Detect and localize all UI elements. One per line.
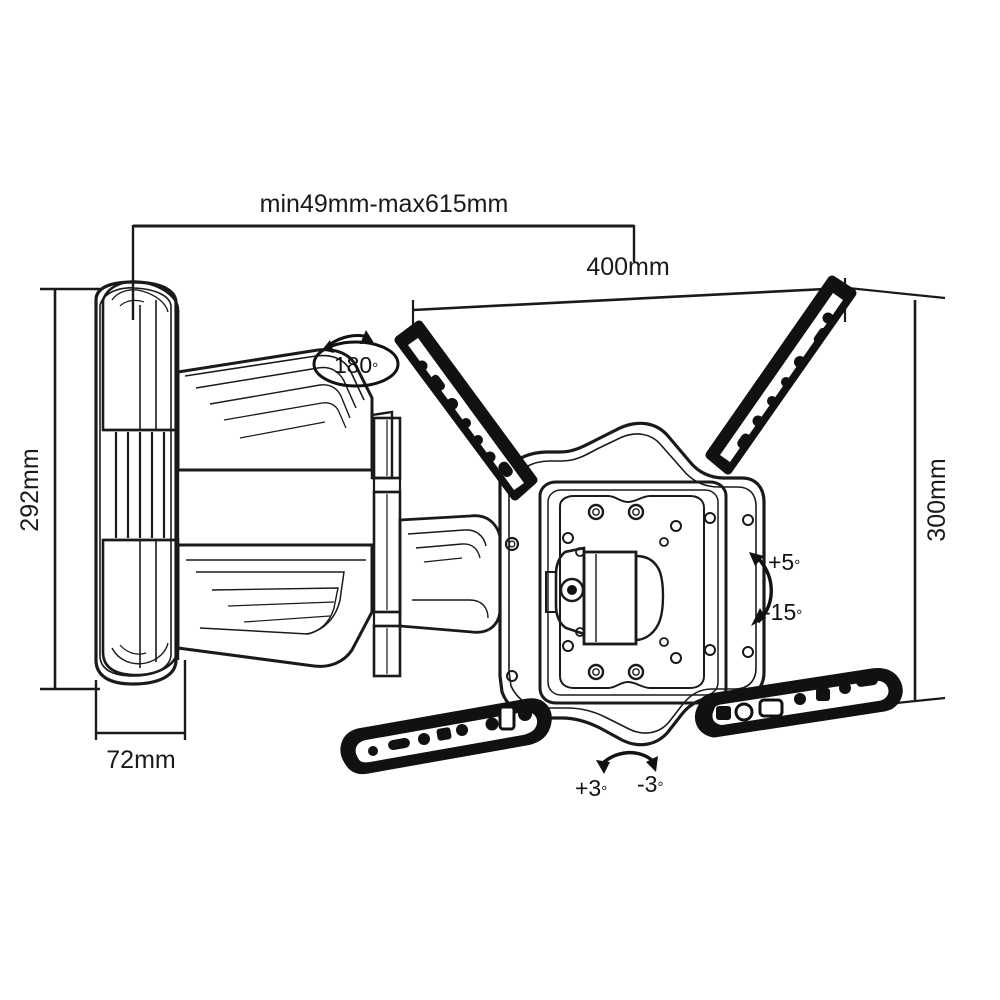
dimension-extension: min49mm-max615mm xyxy=(131,190,636,320)
angle-tilt-down-label: -15° xyxy=(763,599,802,625)
dimension-depth: 72mm xyxy=(94,660,187,774)
angle-swivel-180: 180° xyxy=(312,330,400,388)
lower-articulating-arm xyxy=(176,543,374,668)
center-link-arm xyxy=(398,514,502,634)
mounting-rail-bottom-left xyxy=(340,698,552,775)
dimension-extension-label: min49mm-max615mm xyxy=(260,190,509,218)
dimension-height-left-label: 292mm xyxy=(16,448,44,531)
dimension-height-right-label: 300mm xyxy=(923,458,951,541)
angle-tilt-up-label: +5° xyxy=(768,549,800,575)
wall-plate xyxy=(94,280,180,686)
angle-level: +3° -3° xyxy=(575,750,663,801)
dimension-height-left: 292mm xyxy=(16,287,100,691)
dimension-height-right: 300mm xyxy=(847,286,951,710)
angle-level-minus-label: -3° xyxy=(637,771,663,797)
angle-tilt: +5° -15° xyxy=(749,549,802,626)
pivot-column xyxy=(372,416,402,678)
vesa-mounting-plate xyxy=(498,421,766,747)
mounting-rail-top-left xyxy=(394,320,538,501)
dimension-arm-span: 400mm xyxy=(411,253,847,348)
dimension-arm-span-label: 400mm xyxy=(586,253,669,281)
tilt-hinge-block xyxy=(545,546,665,646)
dimension-depth-label: 72mm xyxy=(106,746,175,774)
angle-level-plus-label: +3° xyxy=(575,775,607,801)
mounting-rail-bottom-right xyxy=(695,668,903,738)
angle-swivel-180-label: 180° xyxy=(334,352,378,378)
mounting-rail-top-right xyxy=(705,275,857,475)
